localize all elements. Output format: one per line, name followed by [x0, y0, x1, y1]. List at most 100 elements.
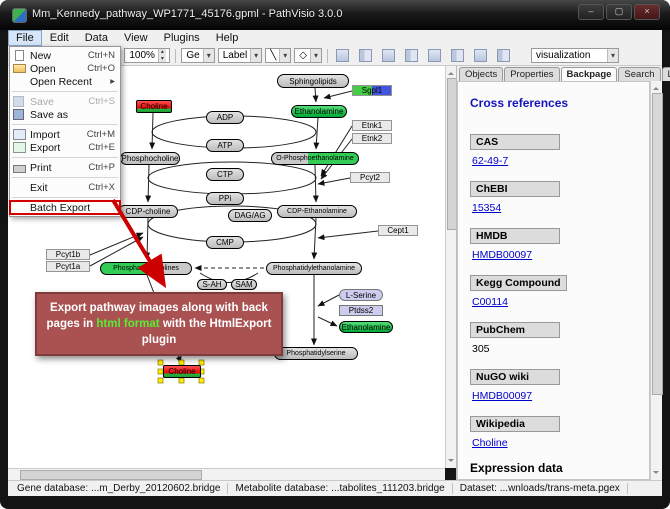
chevron-down-icon[interactable]: ▾ [202, 49, 214, 62]
stack-vertical-button[interactable] [494, 47, 514, 64]
menu-item[interactable]: Batch Export [9, 200, 121, 215]
pathway-node[interactable]: CDP-choline [118, 205, 178, 218]
xref-id-link[interactable]: Choline [472, 437, 508, 449]
panel-tab[interactable]: Legend [661, 67, 670, 81]
menu-item[interactable] [12, 177, 118, 178]
datanode-dropdown-label: Ge [186, 50, 200, 61]
menu-item[interactable]: Save Ctrl+S [10, 95, 120, 108]
chevron-down-icon[interactable]: ▾ [606, 49, 618, 62]
align-bottom-button[interactable] [448, 47, 468, 64]
align-left-button[interactable] [379, 47, 399, 64]
menu-item[interactable]: Open Ctrl+O [10, 62, 120, 75]
menu-item[interactable] [12, 124, 118, 125]
menubar-item[interactable]: Data [84, 32, 108, 44]
zoom-spinner[interactable]: ▴ ▾ [157, 49, 166, 62]
label-tool-dropdown[interactable]: Label ▾ [217, 48, 263, 63]
zoom-combobox[interactable]: 100% ▴ ▾ [124, 48, 171, 63]
pathway-node[interactable]: CMP [206, 236, 244, 249]
xref-id-link[interactable]: 62-49-7 [472, 155, 509, 167]
scroll-up-icon[interactable] [653, 84, 659, 90]
visualization-dropdown[interactable]: visualization ▾ [530, 48, 619, 63]
xref-id-link[interactable]: 15354 [472, 202, 502, 214]
menu-item[interactable] [12, 157, 118, 158]
menubar-item[interactable]: Edit [49, 32, 69, 44]
panel-tab[interactable]: Properties [504, 67, 560, 81]
align-right-button[interactable] [402, 47, 422, 64]
stack-horizontal-button[interactable] [471, 47, 491, 64]
panel-tab[interactable]: Backpage [560, 67, 618, 81]
menubar-item[interactable]: View [123, 32, 148, 44]
minimize-button[interactable]: – [578, 4, 604, 20]
annotation-text: Export pathway images along with back pa… [46, 302, 268, 331]
pathway-node[interactable]: Pcyt1b [46, 249, 90, 260]
pathway-node[interactable]: PPi [206, 192, 244, 205]
xref-id-link[interactable]: HMDB00097 [472, 249, 533, 261]
scrollbar-thumb[interactable] [652, 93, 663, 395]
pathway-node[interactable]: Phosphatidylserine [274, 347, 358, 360]
pathway-node[interactable]: S-AH [197, 279, 227, 290]
canvas-vertical-scrollbar[interactable] [445, 66, 457, 468]
xref-id-link[interactable]: HMDB00097 [472, 390, 533, 402]
align-top-button[interactable] [425, 47, 445, 64]
selection-handles[interactable] [157, 359, 205, 384]
xref-id-link[interactable]: 305 [472, 343, 490, 355]
pathway-node[interactable]: Etnk1 [352, 120, 392, 131]
pathway-node[interactable]: Ethanolamine [291, 105, 347, 118]
menu-item[interactable]: Import Ctrl+M [10, 128, 120, 141]
menu-item[interactable] [12, 91, 118, 92]
panel-scrollbar[interactable] [650, 81, 663, 480]
pathway-node[interactable]: Sgpl1 [352, 85, 392, 96]
chevron-down-icon[interactable]: ▾ [309, 49, 321, 62]
pathway-node[interactable]: O-Phosphoethanolamine [271, 152, 359, 165]
menubar-item[interactable]: File [8, 30, 42, 46]
line-tool-dropdown[interactable]: ╲ ▾ [265, 48, 292, 63]
pathway-node[interactable]: Phosphocholine [120, 152, 180, 165]
menubar-item[interactable]: Help [215, 32, 239, 44]
close-button[interactable]: × [634, 4, 660, 20]
pathway-node[interactable]: Etnk2 [352, 133, 392, 144]
canvas-horizontal-scrollbar[interactable] [8, 468, 445, 480]
pathway-node[interactable]: ADP [206, 111, 244, 124]
menu-item[interactable]: Open Recent ▸ [10, 75, 120, 88]
xref-id-link[interactable]: C00114 [472, 296, 509, 308]
pathway-node[interactable]: Phosphatidylcholines [100, 262, 192, 275]
menu-item[interactable]: Print Ctrl+P [10, 161, 120, 174]
pathway-node[interactable]: Choline [136, 100, 172, 113]
pathway-node[interactable]: CDP-Ethanolamine [277, 205, 357, 218]
pathway-node[interactable]: Choline [163, 365, 201, 378]
align-vertical-center-button[interactable] [356, 47, 376, 64]
pathway-node[interactable]: Pcyt2 [350, 172, 390, 183]
pathway-node[interactable]: SAM [231, 279, 257, 290]
pathway-node[interactable]: Pcyt1a [46, 261, 90, 272]
menu-item[interactable]: Exit Ctrl+X [10, 181, 120, 194]
menu-item[interactable]: Export Ctrl+E [10, 141, 120, 154]
panel-tab[interactable]: Objects [459, 67, 504, 81]
spinner-down-icon[interactable]: ▾ [158, 55, 166, 62]
menubar-item[interactable]: Plugins [163, 32, 200, 44]
pathway-node[interactable]: Sphingolipids [277, 74, 349, 88]
title-bar[interactable]: Mm_Kennedy_pathway_WP1771_45176.gpml - P… [0, 0, 670, 30]
scroll-down-icon[interactable] [448, 459, 454, 465]
menu-item[interactable]: New Ctrl+N [10, 49, 120, 62]
pathway-node[interactable]: CTP [206, 168, 244, 181]
datanode-dropdown[interactable]: Ge ▾ [181, 48, 215, 63]
align-horizontal-center-button[interactable] [333, 47, 353, 64]
menu-item[interactable] [12, 197, 118, 198]
scroll-up-icon[interactable] [448, 69, 454, 75]
pathway-node[interactable]: ATP [206, 139, 244, 152]
scrollbar-thumb[interactable] [20, 470, 202, 480]
menu-item[interactable]: Save as [10, 108, 120, 121]
chevron-down-icon[interactable]: ▾ [250, 49, 262, 62]
pathway-node[interactable]: DAG/AG [228, 209, 272, 222]
chevron-down-icon[interactable]: ▾ [279, 49, 291, 62]
pathway-node[interactable]: Ethanolamine [339, 321, 393, 333]
scroll-down-icon[interactable] [653, 471, 659, 477]
maximize-button[interactable]: ▢ [606, 4, 632, 20]
panel-tab[interactable]: Search [618, 67, 661, 81]
pathway-node[interactable]: Cept1 [378, 225, 418, 236]
pathway-node[interactable]: L-Serine [339, 289, 383, 301]
pathway-node[interactable]: Phosphatidylethanolamine [266, 262, 362, 275]
spinner-up-icon[interactable]: ▴ [158, 49, 166, 56]
pathway-node[interactable]: Ptdss2 [339, 305, 383, 316]
shape-tool-dropdown[interactable]: ◇ ▾ [294, 48, 322, 63]
